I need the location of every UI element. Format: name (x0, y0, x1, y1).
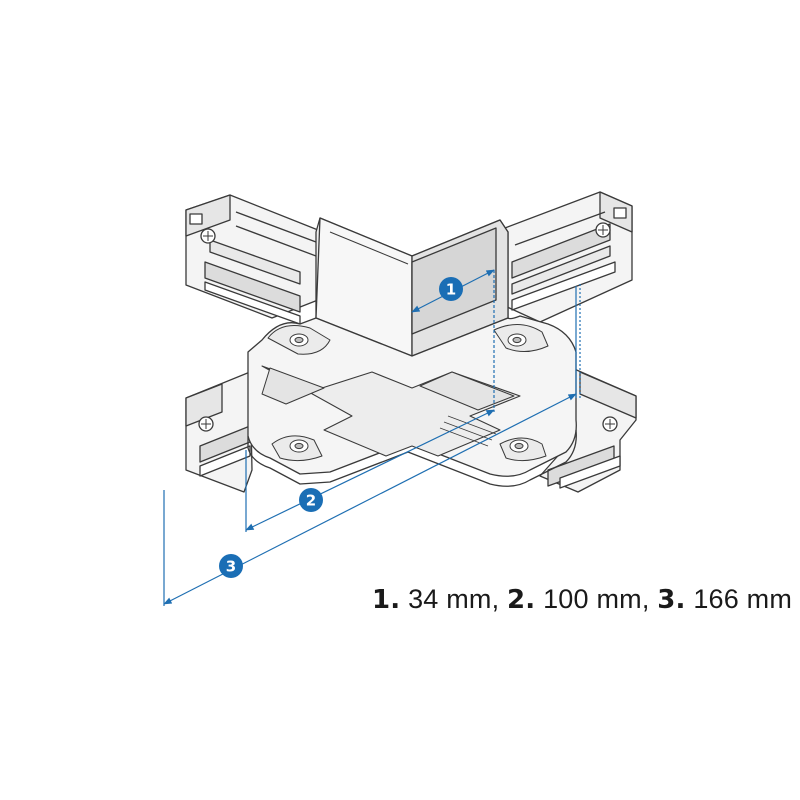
track-arm-front-left (185, 371, 253, 493)
svg-text:3: 3 (226, 558, 236, 576)
x-connector-part (185, 191, 637, 493)
caption-separator: , (491, 584, 500, 614)
dimensions-caption: 1. 34 mm, 2. 100 mm, 3. 166 mm (372, 584, 792, 620)
caption-item-3-number: 3. (657, 585, 686, 615)
callout-badge-2: 2 (299, 488, 323, 512)
track-arm-back-left (185, 194, 319, 325)
caption-separator: , (641, 584, 650, 614)
track-arm-back-right (504, 191, 633, 323)
callout-badge-3: 3 (219, 554, 243, 578)
svg-text:2: 2 (306, 492, 316, 510)
caption-item-1-number: 1. (372, 585, 401, 615)
callout-badge-1: 1 (439, 277, 463, 301)
svg-text:1: 1 (446, 281, 456, 299)
caption-item-2-number: 2. (507, 585, 536, 615)
caption-item-2-value: 100 mm (543, 584, 642, 614)
caption-item-1-value: 34 mm (408, 584, 492, 614)
caption-item-3-value: 166 mm (693, 584, 793, 614)
